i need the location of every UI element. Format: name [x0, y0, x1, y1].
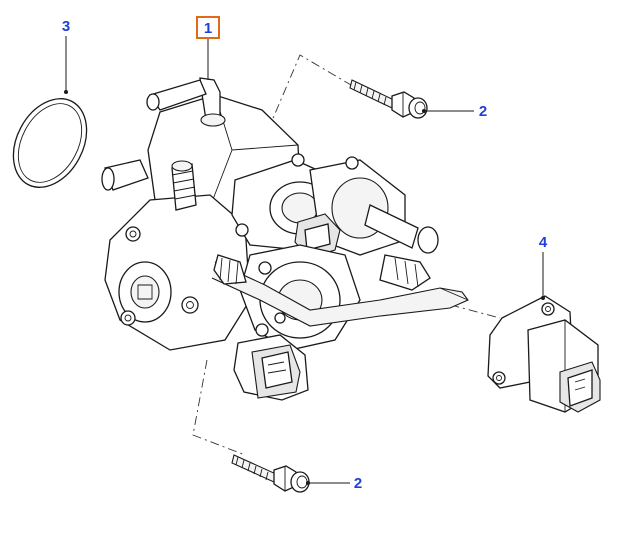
bolt-bottom-part[interactable] — [231, 454, 310, 493]
alignment-line-valve — [431, 299, 501, 319]
bolt-top-part[interactable] — [349, 79, 428, 119]
callout-2-top-label[interactable]: 2 — [479, 103, 487, 120]
callout-1-label[interactable]: 1 — [204, 20, 212, 37]
callout-2-bottom-label[interactable]: 2 — [354, 475, 362, 492]
callout-3-label[interactable]: 3 — [62, 18, 70, 35]
alignment-line-bottom — [192, 359, 246, 456]
callout-1-highlight-box — [196, 16, 220, 39]
fuel-pump-assembly[interactable] — [101, 77, 469, 401]
callout-4-label[interactable]: 4 — [539, 234, 548, 251]
solenoid-valve-part[interactable] — [487, 295, 601, 413]
o-ring-part[interactable] — [0, 86, 101, 200]
